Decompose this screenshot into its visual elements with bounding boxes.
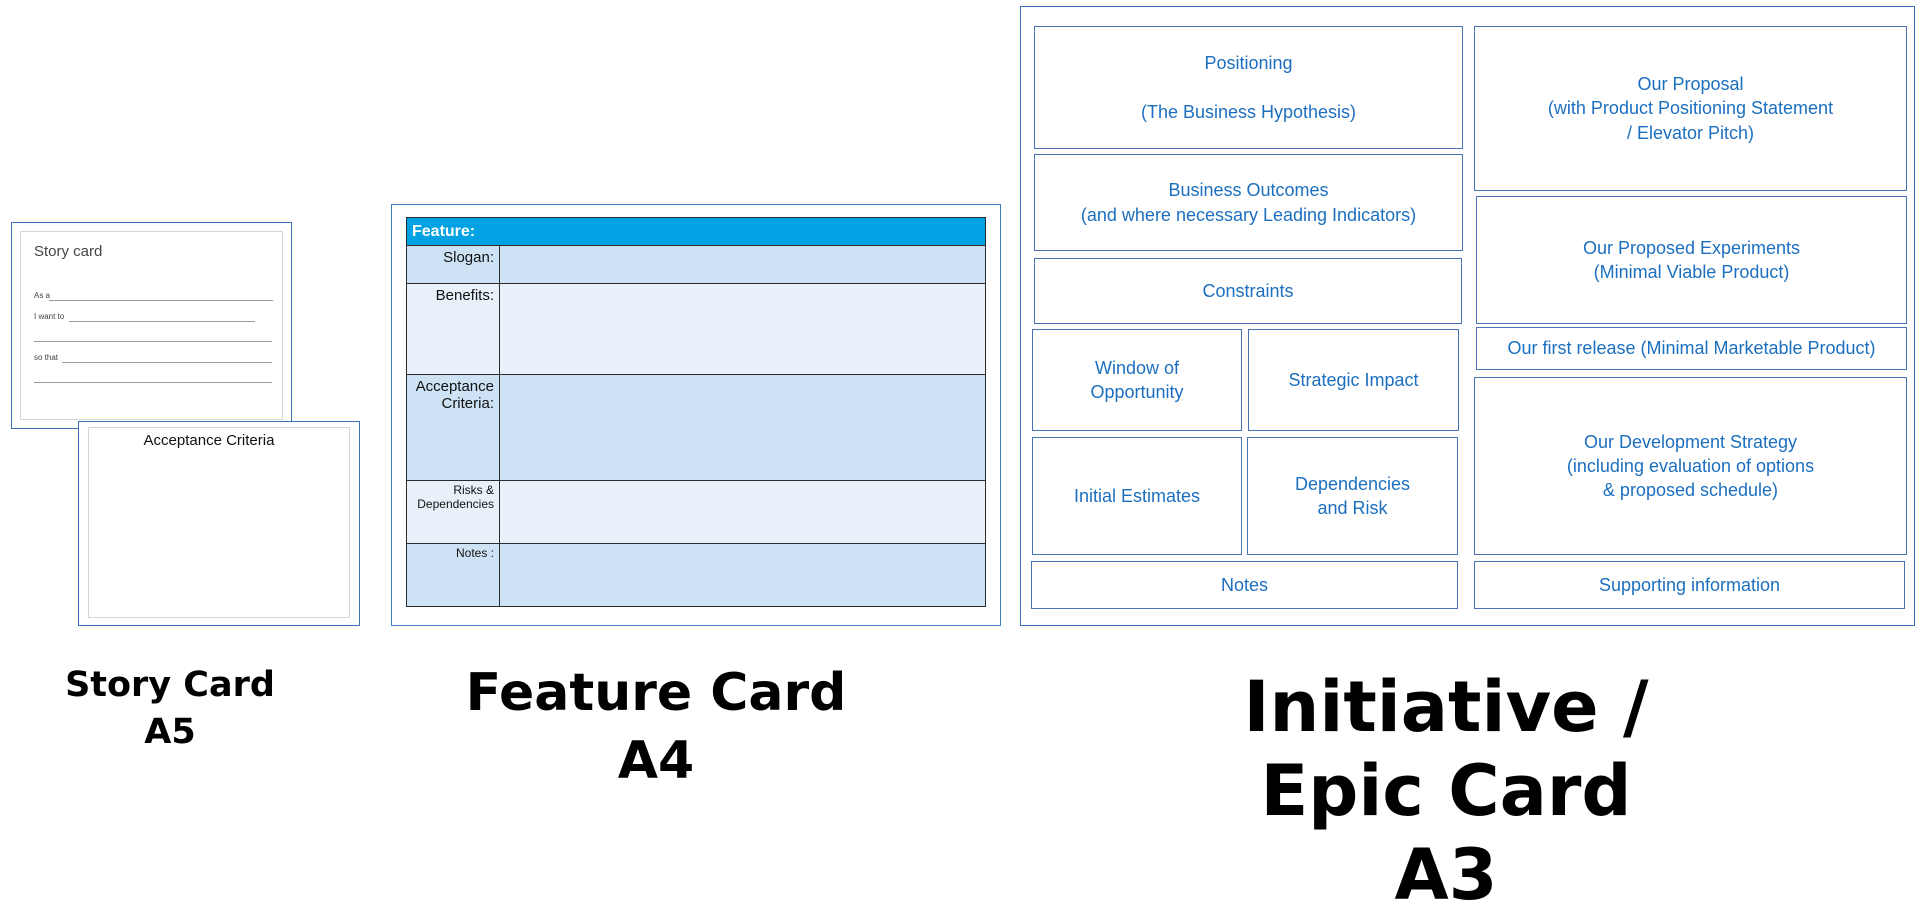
acceptance-criteria-inner (88, 427, 350, 618)
epic-card-caption: Initiative / Epic Card A3 (1243, 666, 1649, 916)
feature-risks-field (499, 480, 986, 544)
strategic-impact-box: Strategic Impact (1248, 329, 1459, 431)
feature-slogan-field (499, 245, 986, 284)
story-as-a-line (49, 300, 273, 301)
feature-benefits-field (499, 283, 986, 375)
first-release-box: Our first release (Minimal Marketable Pr… (1476, 327, 1907, 370)
acceptance-criteria-card: Acceptance Criteria (78, 421, 360, 626)
story-i-want-to-label: I want to (34, 312, 65, 321)
feature-table: Feature: Slogan: Benefits: Acceptance Cr… (406, 217, 986, 607)
acceptance-criteria-title: Acceptance Criteria (143, 432, 275, 449)
story-card-title: Story card (34, 243, 103, 260)
feature-card-caption: Feature Card A4 (465, 663, 847, 791)
notes-box: Notes (1031, 561, 1458, 609)
feature-header: Feature: (406, 217, 986, 246)
story-as-a-label: As a (34, 291, 51, 300)
feature-risks-label: Risks & Dependencies (406, 480, 500, 544)
feature-card: Feature: Slogan: Benefits: Acceptance Cr… (391, 204, 1001, 626)
story-blank-line-1 (34, 341, 272, 342)
business-outcomes-box: Business Outcomes (and where necessary L… (1034, 154, 1463, 251)
story-i-want-to-line (69, 321, 255, 322)
story-card-inner (20, 231, 283, 420)
feature-benefits-label: Benefits: (406, 283, 500, 375)
our-proposal-box: Our Proposal (with Product Positioning S… (1474, 26, 1907, 191)
feature-acceptance-label: Acceptance Criteria: (406, 374, 500, 481)
positioning-box: Positioning (The Business Hypothesis) (1034, 26, 1463, 149)
window-of-opportunity-box: Window of Opportunity (1032, 329, 1242, 431)
story-card-caption: Story Card A5 (65, 665, 275, 753)
feature-notes-field (499, 543, 986, 607)
story-so-that-line (62, 362, 272, 363)
feature-notes-label: Notes : (406, 543, 500, 607)
story-blank-line-2 (34, 382, 272, 383)
development-strategy-box: Our Development Strategy (including eval… (1474, 377, 1907, 555)
story-card: Story card As a I want to so that (11, 222, 292, 429)
story-so-that-label: so that (34, 353, 59, 362)
feature-acceptance-field (499, 374, 986, 481)
dependencies-and-risk-box: Dependencies and Risk (1247, 437, 1458, 555)
constraints-box: Constraints (1034, 258, 1462, 324)
initial-estimates-box: Initial Estimates (1032, 437, 1242, 555)
proposed-experiments-box: Our Proposed Experiments (Minimal Viable… (1476, 196, 1907, 324)
supporting-information-box: Supporting information (1474, 561, 1905, 609)
feature-slogan-label: Slogan: (406, 245, 500, 284)
